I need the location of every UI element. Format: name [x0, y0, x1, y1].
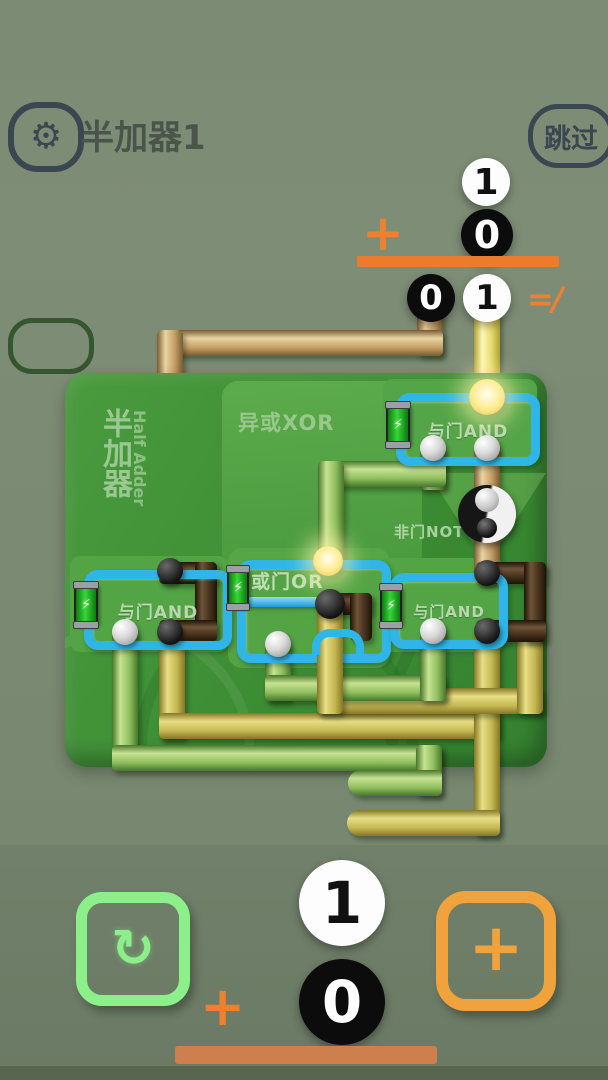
- bolt-icon: ⚡: [386, 598, 396, 614]
- ball-and-top-input-right[interactable]: [474, 435, 500, 461]
- board-title-en: Half Adder: [130, 410, 149, 507]
- ball-and-top-input-left[interactable]: [420, 435, 446, 461]
- or-gate-bridge: [312, 629, 364, 655]
- bolt-icon: ⚡: [233, 580, 243, 596]
- yinyang-black-dot: [477, 518, 497, 538]
- skip-button-label: 跳过: [544, 123, 598, 155]
- reset-icon: ↻: [111, 919, 155, 979]
- pipe-segment: [159, 713, 500, 739]
- ball-and-top-output[interactable]: [469, 379, 505, 415]
- battery-and-right: ⚡: [379, 583, 403, 629]
- ball-and-right-input-bottom[interactable]: [420, 618, 446, 644]
- bolt-icon: ⚡: [81, 597, 91, 613]
- bottom-plus-sign: +: [200, 975, 246, 1038]
- pipe-segment: [517, 640, 543, 714]
- ball-and-left-output[interactable]: [157, 619, 183, 645]
- pipe-segment-open-end: [348, 770, 442, 796]
- and-gate-top: 与门AND: [396, 393, 540, 466]
- page-title: 半加器1: [80, 118, 206, 158]
- board-title-cn: 半加器: [97, 408, 132, 498]
- token-zero[interactable]: 0: [299, 959, 385, 1045]
- pipe-segment: [112, 745, 442, 771]
- pipe-segment: [317, 604, 343, 714]
- and-gate-left-label: 与门AND: [117, 602, 199, 623]
- battery-or: ⚡: [226, 565, 250, 611]
- ball-and-left-input-bottom[interactable]: [112, 619, 138, 645]
- equation-sum-line: [357, 256, 559, 267]
- ball-or-output[interactable]: [313, 546, 343, 576]
- token-one[interactable]: 1: [299, 860, 385, 946]
- ball-and-left-input-top[interactable]: [157, 558, 183, 584]
- gear-icon: ⚙: [29, 116, 63, 157]
- bolt-icon: ⚡: [393, 417, 403, 433]
- pipe-segment: [112, 631, 138, 747]
- pipe-segment-open-end: [347, 810, 500, 836]
- or-gate-label: 或门OR: [251, 571, 324, 593]
- pipe-segment-brown: [350, 593, 372, 641]
- ball-and-right-input-top[interactable]: [474, 560, 500, 586]
- pipe-segment-carry-run: [157, 330, 443, 356]
- yinyang-white-dot: [475, 488, 499, 512]
- pipe-segment: [474, 628, 500, 836]
- add-button[interactable]: +: [436, 891, 556, 1011]
- skip-button[interactable]: 跳过: [528, 104, 608, 168]
- equation-result-digit-carry: 0: [407, 274, 455, 322]
- ball-or-node[interactable]: [315, 589, 345, 619]
- empty-slot[interactable]: [8, 318, 94, 374]
- bottom-strip: [0, 1066, 608, 1080]
- ball-and-right-output[interactable]: [474, 618, 500, 644]
- equation-mismatch-sign: =/: [527, 280, 563, 318]
- pipe-segment: [265, 675, 446, 701]
- equation-result-digit-sum: 1: [463, 274, 511, 322]
- equation-plus-sign: +: [362, 204, 404, 262]
- ball-or-input[interactable]: [265, 631, 291, 657]
- battery-and-top: ⚡: [385, 401, 411, 449]
- or-gate-midbar: [246, 597, 326, 607]
- equation-operand-bottom: 0: [461, 209, 513, 261]
- battery-and-left: ⚡: [73, 581, 99, 629]
- plus-icon: +: [468, 909, 524, 986]
- reset-button[interactable]: ↻: [76, 892, 190, 1006]
- not-gate-label: 非门NOT: [394, 523, 465, 541]
- and-gate-right-label: 与门AND: [413, 602, 485, 621]
- xor-gate-label: 异或XOR: [238, 411, 335, 435]
- not-gate-yinyang-ball[interactable]: [458, 485, 516, 543]
- equation-operand-top: 1: [462, 158, 510, 206]
- settings-button[interactable]: ⚙: [8, 102, 84, 172]
- bottom-sum-line: [175, 1046, 437, 1064]
